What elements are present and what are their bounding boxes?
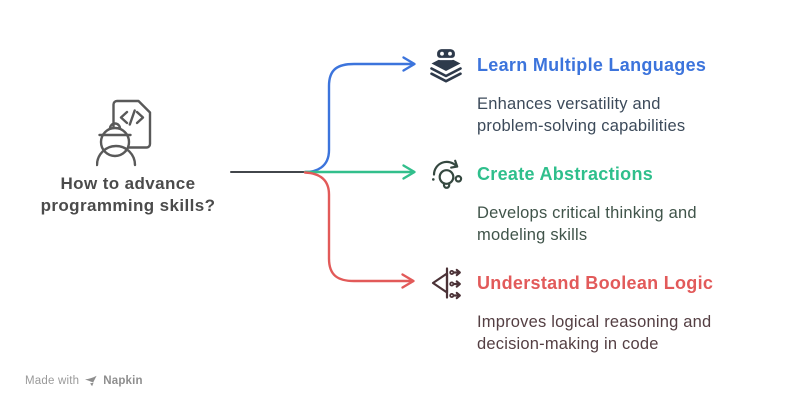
branch-create-abstractions: Create Abstractions Develops critical th…: [426, 153, 756, 268]
branch-title: Create Abstractions: [477, 164, 654, 184]
lightbulb-cycle-icon: [432, 159, 463, 189]
branch-title: Understand Boolean Logic: [477, 273, 714, 293]
topic-label: How to advance programming skills?: [40, 174, 216, 215]
napkin-logo-icon: [85, 375, 97, 386]
branch-line-languages: [303, 62, 415, 174]
branch-learn-multiple-languages: Learn Multiple Languages Enhances versat…: [426, 44, 756, 159]
branch-description: Enhances versatility and problem-solving…: [477, 95, 686, 135]
arrowhead-languages-icon: [402, 56, 416, 72]
branch-description: Improves logical reasoning and decision-…: [477, 313, 712, 353]
arrowhead-boolean-icon: [401, 273, 415, 289]
branch-line-boolean: [303, 171, 414, 283]
watermark-brand: Napkin: [103, 374, 143, 387]
branch-understand-boolean-logic: Understand Boolean Logic Improves logica…: [426, 262, 756, 377]
watermark-prefix: Made with: [25, 374, 80, 387]
branch-title: Learn Multiple Languages: [477, 55, 707, 75]
made-with-napkin-watermark: Made with Napkin: [25, 373, 143, 388]
funnel-split-arrows-icon: [431, 267, 461, 300]
arrowhead-abstractions-icon: [402, 164, 416, 180]
gamepad-layers-icon: [430, 46, 462, 83]
branch-description: Develops critical thinking and modeling …: [477, 204, 697, 244]
engineer-code-document-icon: [96, 99, 152, 167]
